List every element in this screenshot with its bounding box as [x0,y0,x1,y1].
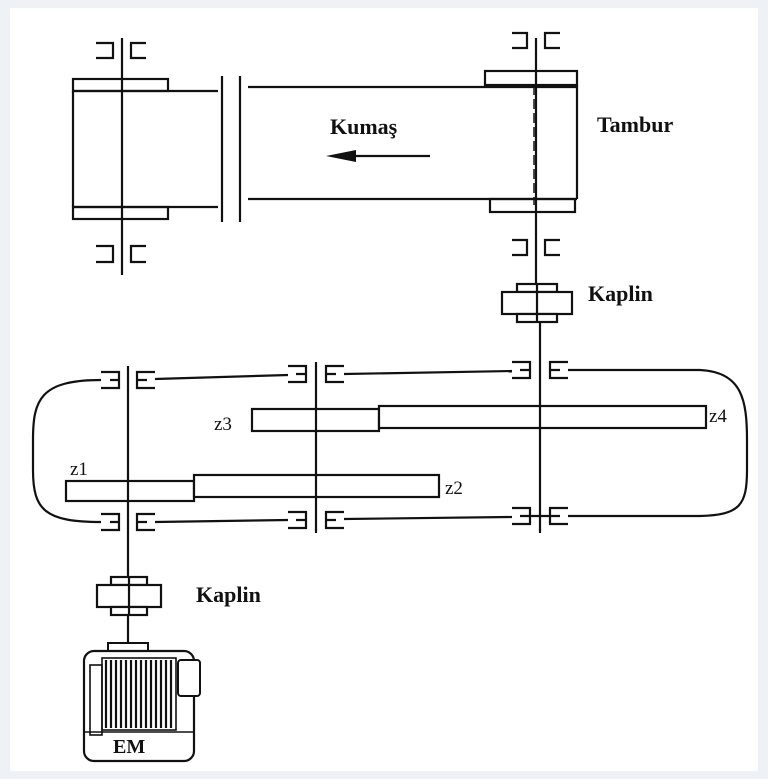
coupling-top [500,282,574,324]
bearing-icon [101,512,155,532]
gear-z3-label: z3 [214,414,232,435]
fabric-direction-arrow [326,150,430,162]
roll-left-body [71,89,218,209]
motor-label: EM [113,736,145,758]
coupling-top-label: Kaplin [588,281,653,306]
gear-z1-label: z1 [70,459,88,480]
drum-label: Tambur [597,112,673,137]
coupling-bottom [95,575,163,617]
gearbox-housing [31,368,749,524]
bearing-icon [101,370,155,390]
gear-z4 [377,404,708,430]
roll-right-body [248,85,579,201]
gear-z1 [64,479,196,503]
roll-break-marks [220,76,242,222]
shafts [120,38,542,645]
left-flange-bottom [71,205,170,221]
left-flange-top [71,77,170,93]
gears [64,404,708,503]
bearing-icon [96,244,146,264]
bearing-icon [288,364,344,384]
fabric-roll [71,69,579,222]
bearing-icon [512,31,560,50]
bearing-icon [512,360,568,380]
bearing-icon [288,510,344,530]
bearing-icon [512,506,568,526]
right-flange-top [483,69,579,87]
gear-z2-label: z2 [445,478,463,499]
bearings [96,31,568,532]
fabric-label: Kumaş [330,114,398,139]
right-flange-bottom [488,197,577,214]
bearing-icon [96,41,146,60]
coupling-bottom-label: Kaplin [196,582,261,607]
bearing-icon [512,238,560,257]
gear-z4-label: z4 [709,406,727,427]
electric-motor [82,642,201,763]
